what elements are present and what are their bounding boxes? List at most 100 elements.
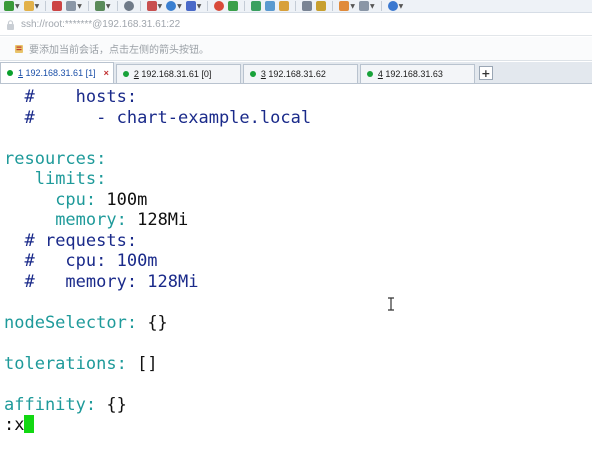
tab-session-1[interactable]: 1 192.168.31.61 [1] × [0, 62, 114, 83]
terminal-line [0, 333, 592, 354]
yaml-key: nodeSelector [4, 312, 127, 333]
tab-label: 3 192.168.31.62 [260, 69, 326, 79]
yaml-value: {} [96, 394, 127, 415]
line-indent [4, 231, 24, 251]
hint-text: 要添加当前会话，点击左侧的箭头按钮。 [29, 45, 209, 56]
yaml-comment: # requests: [24, 230, 138, 251]
compose-icon [316, 1, 327, 11]
toolbar-divider [139, 1, 141, 11]
terminal-line: # requests: [0, 231, 592, 252]
window-icon [339, 1, 350, 11]
fullscreen-button[interactable] [251, 1, 262, 12]
session-tabs: 1 192.168.31.61 [1] × 2 192.168.31.61 [0… [0, 62, 592, 84]
tile-icon [359, 1, 369, 11]
connected-status-icon [122, 71, 129, 77]
toolbar-divider [244, 1, 246, 11]
search-button[interactable] [123, 1, 134, 12]
line-indent [4, 169, 35, 189]
tab-label: 2 192.168.31.61 [0] [133, 69, 212, 79]
properties-icon [66, 1, 77, 11]
line-indent [4, 251, 24, 271]
yaml-value: 128Mi [126, 210, 189, 230]
tab-session-3[interactable]: 3 192.168.31.62 [242, 64, 358, 83]
yaml-key: tolerations [4, 353, 117, 374]
text-cursor [24, 415, 35, 433]
toolbar-divider [116, 1, 118, 11]
new-session-button[interactable]: ▼ [4, 1, 20, 12]
toolbar-divider [332, 1, 334, 11]
connected-status-icon [366, 71, 373, 77]
line-indent [4, 210, 55, 230]
chevron-down-icon: ▼ [370, 2, 375, 10]
line-indent [4, 190, 55, 210]
line-indent [4, 108, 24, 128]
yaml-separator: : [126, 312, 138, 333]
tile-button[interactable]: ▼ [359, 1, 375, 12]
terminal-line: resources: [0, 149, 592, 170]
yaml-key: cpu [55, 189, 86, 210]
terminal-line: memory: 128Mi [0, 210, 592, 231]
yaml-separator: : [116, 353, 127, 374]
terminal-line: # hosts: [0, 87, 592, 108]
reconnect-icon [52, 1, 63, 11]
terminal-line: tolerations: [] [0, 354, 592, 375]
help-icon [387, 1, 398, 11]
toolbar-divider [295, 1, 297, 11]
yaml-comment: # hosts: [24, 87, 138, 107]
yaml-value: {} [137, 312, 168, 333]
terminal-line: nodeSelector: {} [0, 313, 592, 334]
lock-icon [279, 1, 290, 11]
globe-button[interactable]: ▼ [166, 1, 182, 12]
yaml-comment: # - chart-example.local [24, 107, 312, 128]
lock-button[interactable] [279, 1, 290, 12]
text-cursor-icon [388, 297, 394, 311]
yaml-comment: # cpu: 100m [24, 251, 158, 271]
font-button[interactable]: ▼ [185, 1, 202, 12]
terminal-output[interactable]: # hosts: # - chart-example.local resourc… [0, 85, 592, 449]
yaml-key: memory [55, 210, 117, 230]
window-button[interactable]: ▼ [339, 1, 355, 12]
toolbar-divider [380, 1, 382, 11]
connected-status-icon [7, 70, 13, 76]
fullscreen-icon [251, 1, 262, 11]
tab-label: 1 192.168.31.61 [1] [18, 68, 96, 78]
main-toolbar: ▼ ▼ ▼ ▼ ▼ ▼ ▼ [0, 0, 592, 13]
compose-button[interactable] [316, 1, 327, 12]
chevron-down-icon: ▼ [105, 2, 111, 10]
yaml-key: affinity [4, 394, 86, 415]
yaml-value: 100m [96, 189, 148, 210]
hint-bar: 要添加当前会话，点击左侧的箭头按钮。 [0, 37, 592, 61]
vim-command-line[interactable]: :x [0, 415, 592, 436]
chevron-down-icon: ▼ [196, 2, 202, 10]
tab-session-4[interactable]: 4 192.168.31.63 [359, 64, 475, 83]
chevron-down-icon: ▼ [350, 2, 355, 10]
address-bar[interactable]: ssh://root:*******@192.168.31.61:22 [0, 14, 592, 36]
yaml-value: [] [126, 353, 158, 374]
keyboard-button[interactable] [302, 1, 313, 12]
terminal-line: # memory: 128Mi [0, 272, 592, 293]
chevron-down-icon: ▼ [157, 2, 163, 10]
toolbar-divider [45, 1, 47, 11]
chevron-down-icon: ▼ [77, 2, 82, 10]
color-button[interactable] [214, 1, 225, 12]
lock-icon [7, 19, 14, 30]
tab-session-2[interactable]: 2 192.168.31.61 [0] [115, 64, 241, 83]
tunnel-icon [265, 1, 276, 11]
script-button[interactable] [228, 1, 239, 12]
transfer-button[interactable]: ▼ [94, 1, 111, 12]
folder-icon [23, 1, 34, 11]
script-icon [228, 1, 239, 11]
tunnel-button[interactable] [265, 1, 276, 12]
reconnect-button[interactable] [52, 1, 63, 12]
close-icon[interactable]: × [103, 68, 109, 78]
add-tab-button[interactable]: + [478, 66, 493, 80]
properties-button[interactable]: ▼ [66, 1, 82, 12]
globe-icon [166, 1, 177, 11]
layout-button[interactable]: ▼ [146, 1, 163, 12]
yaml-separator: : [85, 189, 97, 210]
terminal-line [0, 292, 592, 313]
terminal-line: # - chart-example.local [0, 108, 592, 129]
open-folder-button[interactable]: ▼ [23, 1, 39, 12]
line-indent [4, 87, 24, 107]
help-button[interactable]: ▼ [387, 1, 403, 12]
